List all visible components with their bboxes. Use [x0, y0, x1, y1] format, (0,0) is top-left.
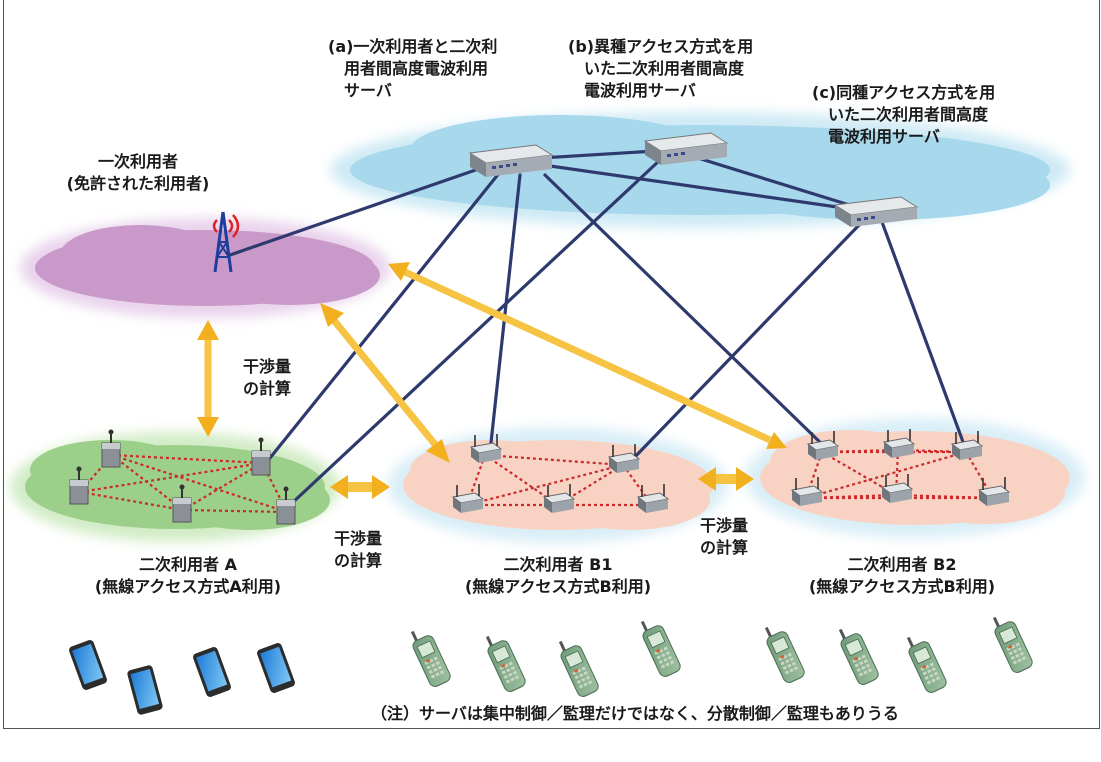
access-point-icon: [251, 437, 271, 476]
cellphone-icon: [838, 628, 879, 685]
radio-tower-icon: [212, 211, 240, 273]
cellphone-icon: [410, 630, 451, 687]
server-a[interactable]: [468, 144, 554, 177]
arrow-b1-to-b2: [698, 467, 754, 491]
access-point-icon: [276, 486, 296, 525]
server-b[interactable]: [643, 132, 729, 165]
secondary-b2-label: 二次利用者 B2 (無線アクセス方式B利用): [808, 555, 996, 596]
cellphone-icon: [640, 620, 681, 677]
access-point-icon: [451, 484, 485, 513]
smartphone-icon: [193, 647, 231, 697]
footnote: （注）サーバは集中制御／監理だけではなく、分散制御／監理もありうる: [371, 704, 899, 723]
arrow-a-to-b1: [330, 475, 390, 499]
arrow-primary-to-b2: [388, 262, 787, 449]
access-point-icon: [636, 484, 670, 513]
access-point-icon: [542, 484, 576, 513]
cellphone-icon: [485, 635, 526, 692]
interference-arrows: [197, 262, 787, 499]
server-a-label: (a)一次利用者と二次利 用者間高度電波利用 サーバ: [328, 37, 498, 100]
secondary-a-cloud: [10, 432, 340, 542]
cellphone-icon: [558, 640, 599, 697]
smartphone-icon: [127, 665, 163, 715]
access-point-icon: [607, 444, 641, 473]
cellphone-icon: [764, 626, 805, 683]
mesh-links: [79, 448, 994, 514]
primary-user-label: 一次利用者 (免許された利用者): [66, 152, 210, 193]
access-point-icon: [790, 477, 824, 506]
access-point-icon: [950, 431, 984, 460]
server-c-label: (c)同種アクセス方式を用 いた二次利用者間高度 電波利用サーバ: [812, 83, 996, 146]
arrow-primary-to-a: [197, 320, 219, 437]
server-b-label: (b)異種アクセス方式を用 いた二次利用者間高度 電波利用サーバ: [568, 37, 754, 100]
smartphone-icon: [69, 640, 107, 690]
cellphone-icon: [906, 636, 947, 693]
access-point-icon: [469, 434, 503, 463]
secondary-b1-label: 二次利用者 B1 (無線アクセス方式B利用): [464, 555, 652, 596]
smartphone-icon: [257, 643, 295, 693]
access-point-icon: [977, 477, 1011, 506]
access-point-icon: [101, 429, 121, 468]
terminal-devices: [69, 616, 1033, 715]
cellphone-icon: [992, 616, 1033, 673]
access-points: [69, 429, 1011, 525]
access-point-icon: [69, 466, 89, 505]
access-point-icon: [806, 431, 840, 460]
access-point-icon: [172, 484, 192, 523]
server-links: [228, 148, 968, 507]
server-c[interactable]: [833, 196, 919, 227]
access-point-icon: [882, 429, 916, 458]
primary-user-cloud: [20, 218, 390, 318]
access-point-icon: [880, 474, 914, 503]
interference-label-vertical: 干渉量 の計算: [243, 357, 292, 398]
arrow-primary-to-b1: [320, 303, 450, 463]
interference-label-b1-b2: 干渉量 の計算: [700, 516, 749, 557]
secondary-a-label: 二次利用者 A (無線アクセス方式A利用): [94, 555, 282, 596]
interference-label-a-b1: 干渉量 の計算: [334, 529, 383, 570]
